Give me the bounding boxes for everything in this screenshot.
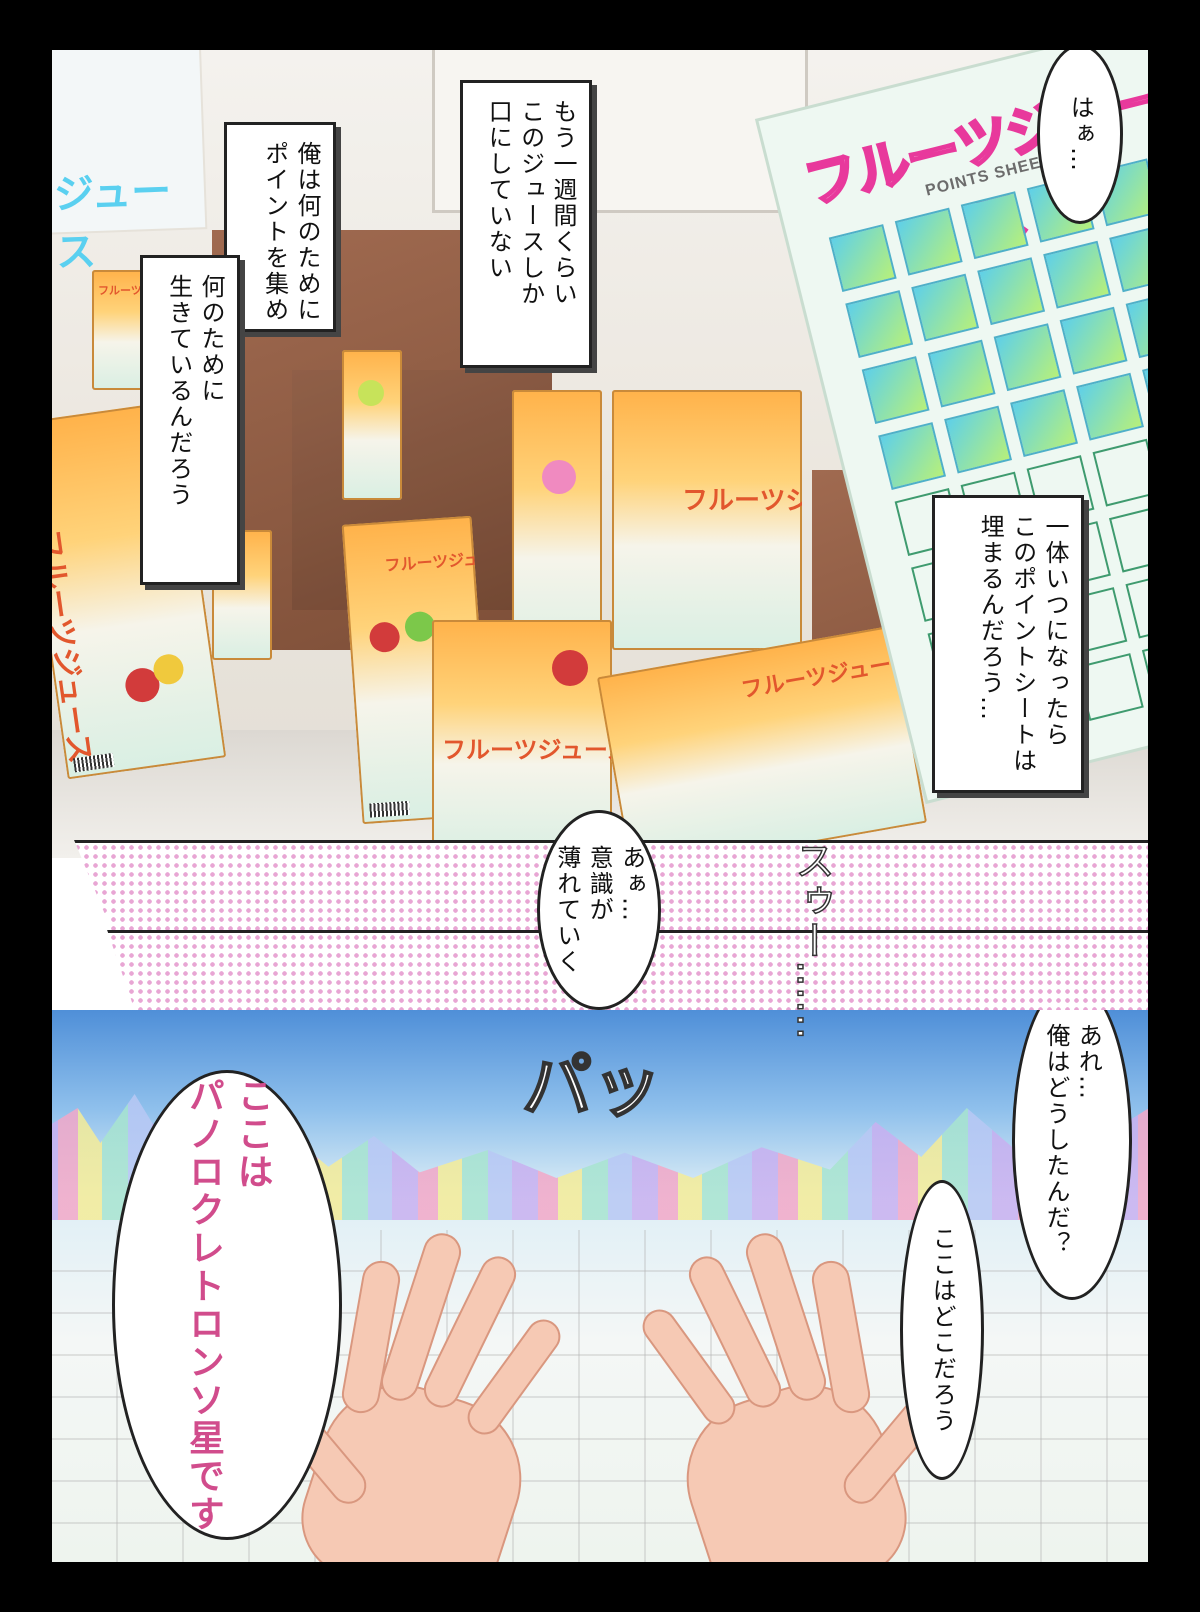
fruit-icon bbox=[542, 460, 576, 494]
bubble-sigh: はぁ… bbox=[1037, 50, 1123, 224]
caption-when-filled: 一体いつになったら このポイントシートは 埋まるんだろう… bbox=[932, 495, 1084, 793]
carton-label: フルーツジュース bbox=[98, 284, 152, 297]
fruit-icon bbox=[358, 380, 384, 406]
points-cell-empty bbox=[1108, 504, 1148, 573]
points-cell-filled bbox=[1109, 224, 1148, 293]
bubble-what-happened: あれ… 俺はどうしたんだ？ bbox=[1012, 1010, 1132, 1300]
points-cell-filled bbox=[911, 273, 980, 342]
points-cell-empty bbox=[1092, 438, 1148, 507]
panel-room: ジュース フルーツジュース フルーツジュース フルーツジュース bbox=[52, 50, 1148, 858]
points-cell-empty bbox=[1075, 653, 1144, 721]
points-cell-filled bbox=[944, 405, 1013, 474]
sfx-pa: パッ bbox=[521, 1044, 663, 1128]
points-cell-filled bbox=[1125, 290, 1148, 359]
bubble-planet: ここは パノロクレトロンソ星です bbox=[112, 1070, 342, 1540]
points-cell-filled bbox=[960, 191, 1029, 260]
points-cell-filled bbox=[1010, 389, 1078, 458]
panel-planet: ここは パノロクレトロンソ星です あれ… 俺はどうしたんだ？ ここはどこだろう … bbox=[52, 1010, 1148, 1562]
points-cell-empty bbox=[1125, 570, 1148, 639]
carton-label: フルーツジュース bbox=[682, 486, 802, 516]
fruit-icon bbox=[368, 621, 401, 654]
points-cell-filled bbox=[1043, 240, 1112, 309]
points-cell-filled bbox=[993, 323, 1062, 392]
points-cell-filled bbox=[845, 290, 914, 359]
points-cell-filled bbox=[927, 339, 996, 408]
juice-carton: フルーツジュース bbox=[612, 390, 802, 650]
bubble-where-is-this: ここはどこだろう bbox=[900, 1180, 984, 1480]
points-cell-filled bbox=[861, 356, 930, 424]
planet-text: ここは パノロクレトロンソ星です bbox=[183, 1077, 273, 1533]
juice-carton: フルーツジュース bbox=[596, 625, 928, 858]
bubble-fading: あぁ… 意識が 薄れていく bbox=[537, 810, 661, 1010]
points-cell-filled bbox=[1059, 306, 1128, 375]
points-cell-empty bbox=[1141, 636, 1148, 705]
points-cell-filled bbox=[878, 422, 947, 490]
fruit-icon bbox=[552, 650, 588, 686]
sfx-fade: スゥー…… bbox=[787, 839, 835, 1041]
juice-poster: ジュース bbox=[52, 50, 206, 276]
points-cell-filled bbox=[1142, 356, 1148, 425]
carton-label: フルーツジュース bbox=[52, 527, 98, 766]
caption-juice-week: もう一週間くらい このジュースしか 口にしていない bbox=[460, 80, 592, 368]
carton-label: フルーツジュース bbox=[739, 648, 914, 704]
juice-carton bbox=[342, 350, 402, 500]
caption-why-points: 俺は何のために ポイントを集め bbox=[224, 122, 336, 332]
points-cell-filled bbox=[828, 224, 897, 293]
points-cell-filled bbox=[894, 207, 963, 276]
points-cell-filled bbox=[1076, 372, 1144, 441]
barcode-icon bbox=[369, 800, 411, 818]
points-cell-filled bbox=[977, 257, 1046, 326]
carton-label: フルーツジュース bbox=[442, 736, 612, 764]
caption-why-live: 何のために 生きているんだろう bbox=[140, 255, 240, 585]
comic-page: ジュース フルーツジュース フルーツジュース フルーツジュース bbox=[52, 50, 1148, 1562]
